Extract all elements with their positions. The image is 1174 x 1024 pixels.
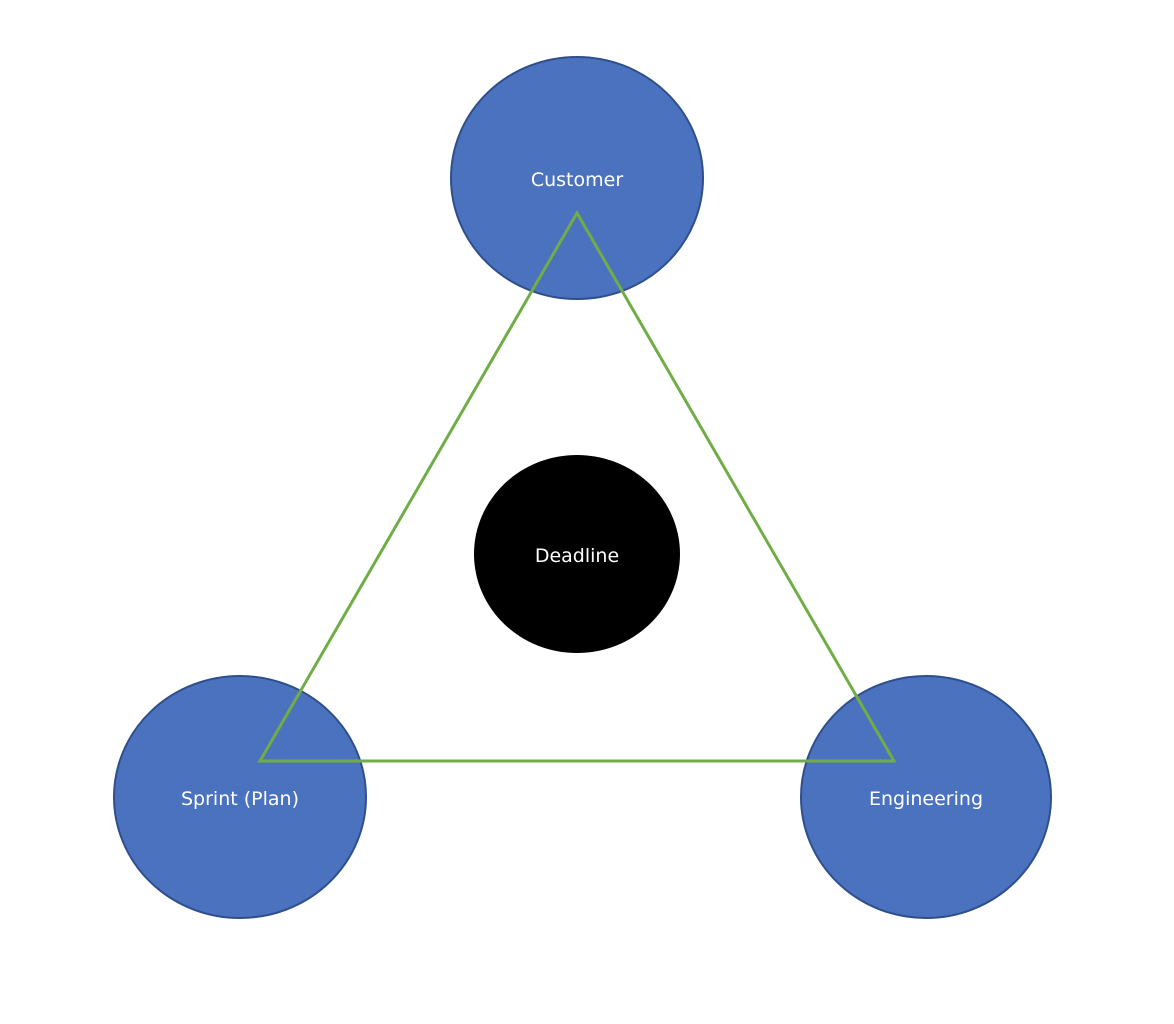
node-engineering-circle [800,675,1052,919]
node-customer[interactable]: Customer [450,56,704,300]
node-customer-circle [450,56,704,300]
connector-triangle [257,210,897,763]
node-deadline-circle [474,455,680,653]
node-sprint-label: Sprint (Plan) [181,788,299,810]
node-sprint-circle [113,675,367,919]
node-engineering-label: Engineering [869,788,983,810]
node-deadline[interactable]: Deadline [474,455,680,653]
node-sprint[interactable]: Sprint (Plan) [113,675,367,919]
node-customer-label: Customer [531,169,623,191]
node-engineering[interactable]: Engineering [800,675,1052,919]
node-deadline-label: Deadline [535,545,619,567]
